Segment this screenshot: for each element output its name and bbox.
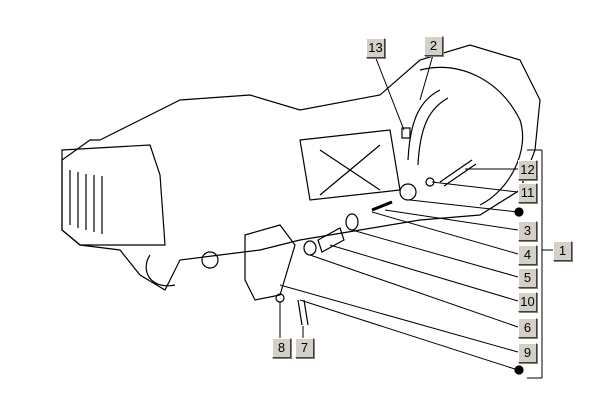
mount-lug [145,254,176,287]
cover-edge [419,66,524,206]
part-label-5[interactable]: 5 [518,268,537,288]
cooling-fins [69,170,103,234]
frame-ribs [299,129,401,201]
part-label-11[interactable]: 11 [518,183,537,203]
part-label-1[interactable]: 1 [553,241,572,261]
part-label-6[interactable]: 6 [518,318,537,338]
reference-dot [514,365,524,375]
pivot-bolt [201,251,219,269]
part-label-8[interactable]: 8 [272,338,291,358]
part-label-4[interactable]: 4 [518,245,537,265]
part-label-12[interactable]: 12 [518,160,537,180]
part-4-spring [371,200,393,212]
part-13-clip [401,127,411,139]
part-label-9[interactable]: 9 [518,343,537,363]
part-12-bolt [439,159,477,187]
part-label-3[interactable]: 3 [518,221,537,241]
part-label-10[interactable]: 10 [518,292,537,312]
leader-lines [279,54,553,379]
part-3-fitting [399,183,417,201]
cylinder-head [61,144,166,246]
part-label-7[interactable]: 7 [295,338,314,358]
engine-casing [61,44,541,291]
part-10-plug [317,227,345,253]
reference-dot [514,207,524,217]
part-6-oring [303,240,317,256]
part-7-screw [297,299,309,326]
part-5-seal [345,213,359,231]
part-9-cover [244,224,296,301]
part-2-hose [407,89,449,166]
part-label-13[interactable]: 13 [366,38,385,58]
part-label-2[interactable]: 2 [424,36,443,56]
